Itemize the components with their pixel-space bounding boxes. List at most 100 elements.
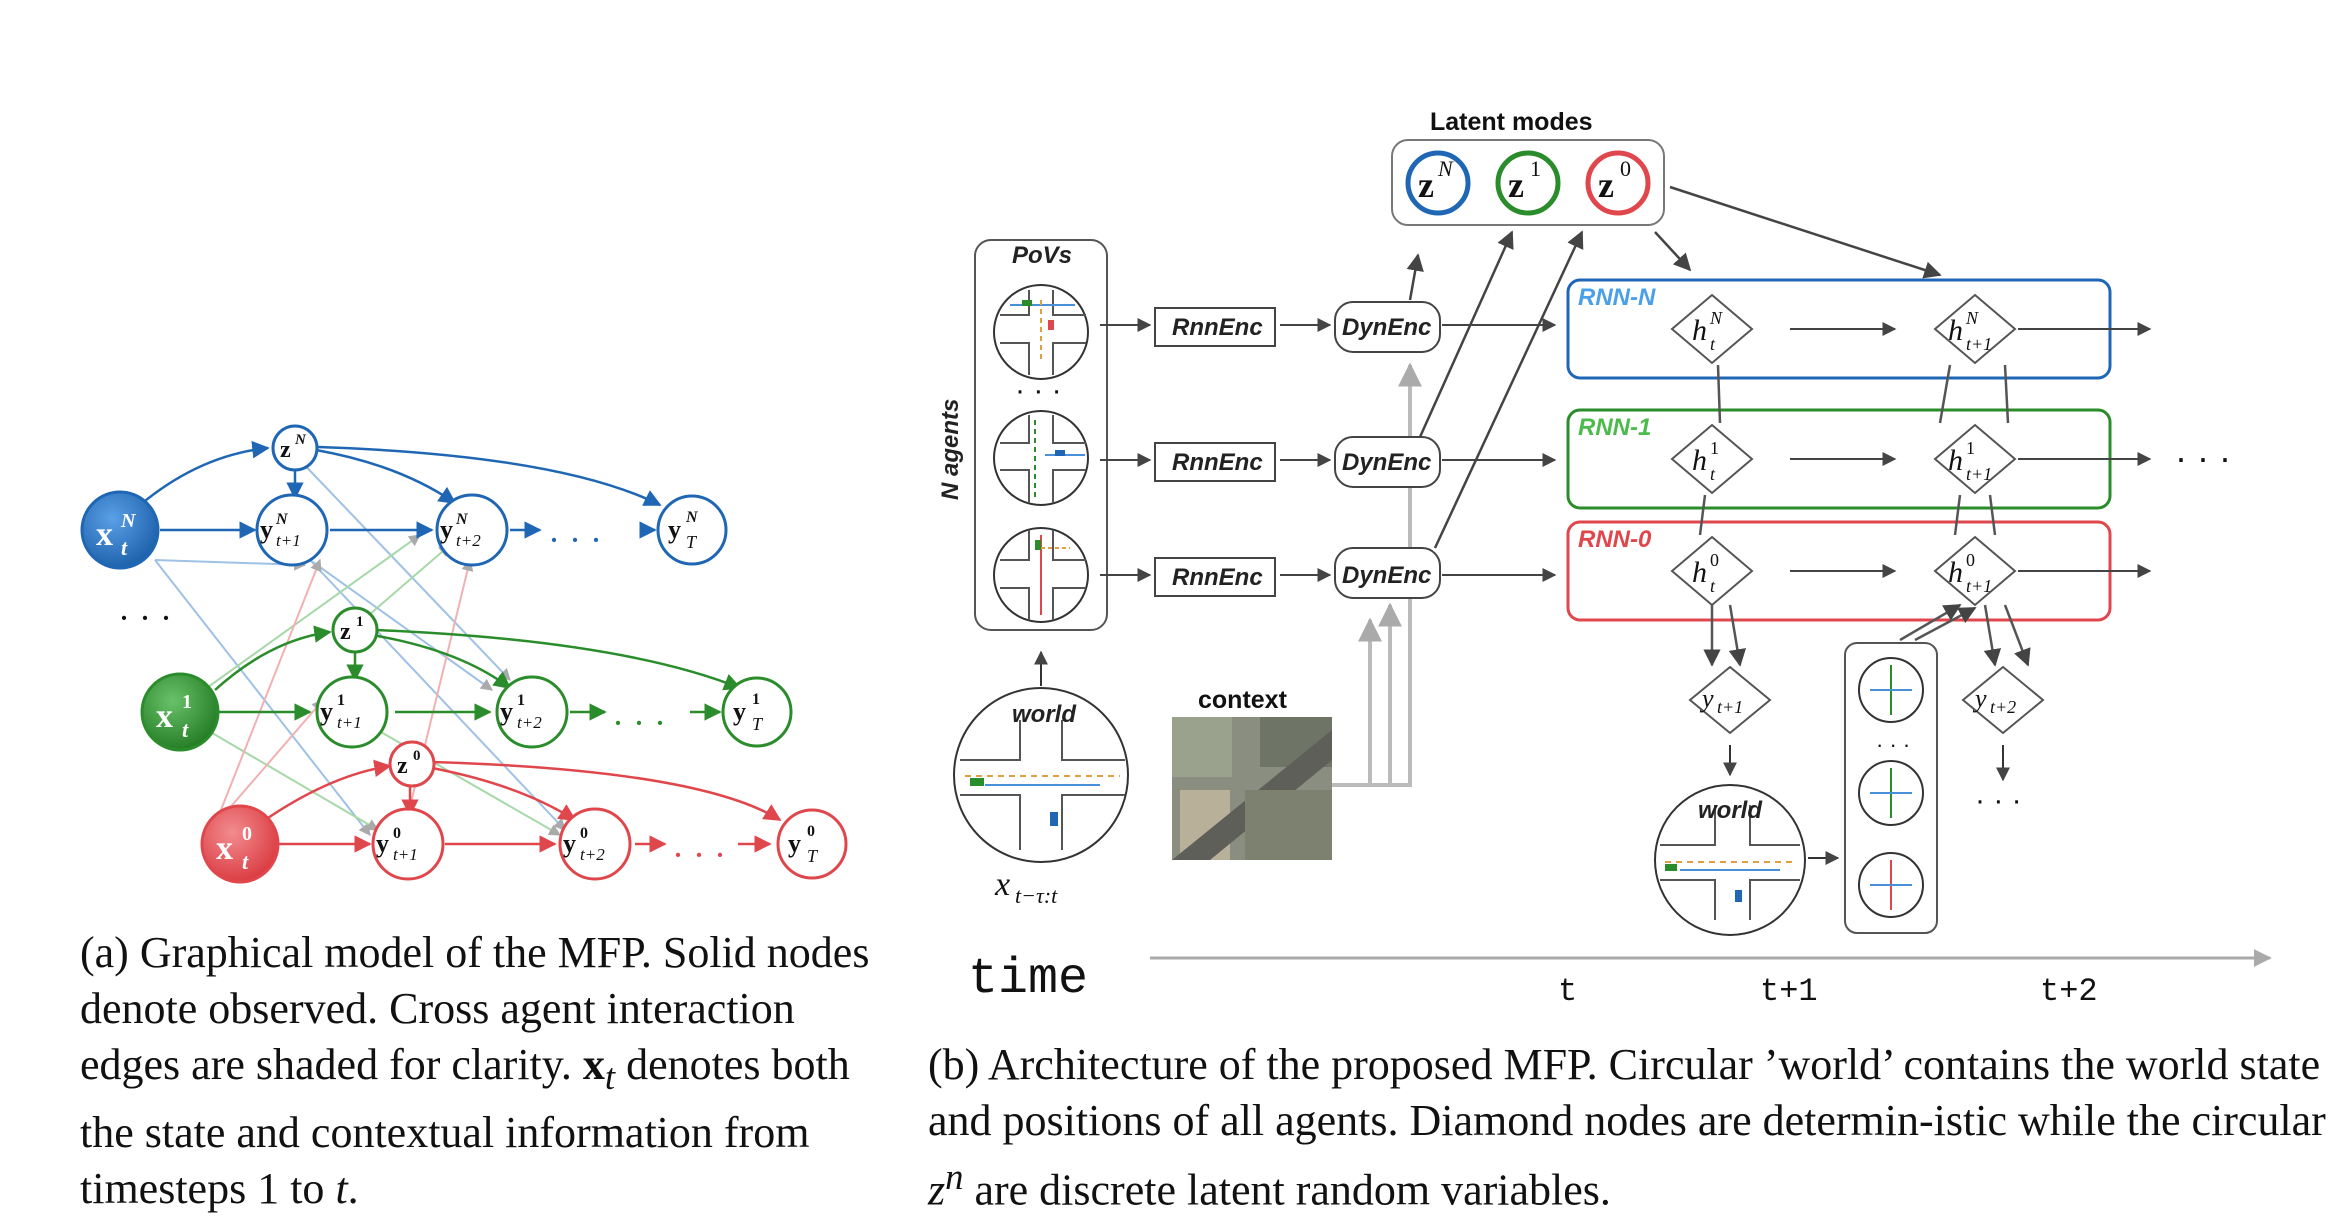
ellipsis-N: · · ·	[548, 520, 602, 560]
svg-text:t: t	[121, 535, 128, 560]
node-y0-t2: y 0 t+2	[558, 807, 632, 881]
svg-text:h: h	[1948, 314, 1963, 347]
x-input-label: x t−τ:t	[994, 866, 1058, 908]
svg-text:t+1: t+1	[393, 845, 418, 864]
latent-modes-title: Latent modes	[1430, 108, 1593, 136]
node-z0: z 0	[388, 740, 436, 788]
rnnenc-box-N	[1154, 307, 1276, 347]
svg-text:RnnEnc: RnnEnc	[1172, 314, 1263, 341]
svg-text:z: z	[280, 437, 291, 463]
svg-text:t: t	[1710, 334, 1716, 354]
rnn-interconnects	[1698, 364, 2031, 667]
ellipsis-0: · · ·	[672, 835, 726, 875]
node-y1-T: y 1 T	[721, 676, 793, 748]
svg-text:N: N	[120, 510, 137, 532]
world-label: world	[1012, 701, 1077, 728]
latent-z1: z 1	[1495, 150, 1561, 216]
agent-N-edges	[139, 440, 662, 539]
svg-text:N: N	[685, 509, 699, 526]
time-label: time	[968, 951, 1088, 1008]
caption-b: (b) Architecture of the proposed MFP. Ci…	[928, 1040, 2326, 1215]
pov-intersection-1	[993, 410, 1089, 506]
svg-text:y: y	[1699, 684, 1714, 713]
svg-text:t+2: t+2	[580, 845, 605, 864]
agent-0-edges	[261, 759, 782, 853]
tick-t1: t+1	[1760, 973, 1818, 1010]
svg-text:RNN-0: RNN-0	[1578, 526, 1652, 553]
svg-text:RNN-1: RNN-1	[1578, 414, 1651, 441]
svg-text:T: T	[752, 714, 764, 734]
svg-text:1: 1	[356, 614, 364, 630]
svg-text:y: y	[668, 515, 681, 544]
svg-text:1: 1	[517, 692, 525, 709]
svg-text:RnnEnc: RnnEnc	[1172, 564, 1263, 591]
svg-text:t+2: t+2	[517, 713, 542, 732]
node-xN: x N t	[80, 490, 160, 570]
svg-text:0: 0	[580, 825, 588, 842]
svg-text:y: y	[376, 829, 389, 858]
world-output: world	[1654, 784, 1806, 936]
rnnenc-box-0	[1154, 557, 1276, 597]
output-povs-box: · · ·	[1844, 642, 1938, 934]
dynenc-to-latent-arrows	[1406, 185, 1942, 549]
y-node-t1: y t+1	[1688, 665, 1772, 735]
svg-text:t+2: t+2	[1990, 697, 2016, 717]
svg-text:0: 0	[242, 823, 252, 845]
node-z1: z 1	[331, 606, 379, 654]
svg-text:h: h	[1692, 556, 1707, 589]
svg-text:1: 1	[1966, 438, 1975, 458]
y-dots: · · ·	[1975, 784, 2022, 817]
svg-text:0: 0	[1966, 550, 1975, 570]
node-y1-t1: y 1 t+1	[315, 675, 389, 749]
svg-text:0: 0	[393, 825, 401, 842]
node-zN: z N	[271, 424, 319, 472]
svg-text:N: N	[275, 511, 289, 528]
svg-text:DynEnc: DynEnc	[1342, 562, 1431, 589]
node-y1-t2: y 1 t+2	[495, 675, 569, 749]
world-input: world	[953, 687, 1129, 863]
latent-zN: z N	[1405, 150, 1471, 216]
pov-intersection-N	[993, 284, 1089, 380]
povs-dots: · · ·	[1015, 374, 1062, 407]
svg-text:T: T	[686, 532, 698, 552]
context-arrows	[1332, 362, 1422, 787]
svg-text:y: y	[733, 697, 746, 726]
tick-t2: t+2	[2040, 973, 2098, 1010]
svg-text:x: x	[216, 830, 233, 867]
svg-text:y: y	[788, 829, 801, 858]
latent-z0: z 0	[1585, 150, 1651, 216]
povs-label: PoVs	[1012, 242, 1072, 269]
svg-text:RnnEnc: RnnEnc	[1172, 449, 1263, 476]
svg-text:h: h	[1948, 444, 1963, 477]
agent-1-edges	[214, 625, 742, 721]
rnn-row-N: RNN-N h N t h N t+1	[1566, 278, 2152, 380]
svg-text:y: y	[500, 697, 513, 726]
svg-text:1: 1	[337, 692, 345, 709]
svg-text:x: x	[96, 516, 113, 553]
svg-text:t+1: t+1	[1966, 334, 1992, 354]
svg-text:h: h	[1692, 444, 1707, 477]
svg-text:t: t	[182, 717, 189, 742]
svg-text:1: 1	[1530, 156, 1541, 181]
node-y0-T: y 0 T	[776, 808, 848, 880]
rnnenc-box-1	[1154, 442, 1276, 482]
svg-text:1: 1	[1710, 438, 1719, 458]
node-yN-T: y N T	[656, 494, 728, 566]
svg-text:DynEnc: DynEnc	[1342, 314, 1431, 341]
svg-text:DynEnc: DynEnc	[1342, 449, 1431, 476]
dynenc-box-N	[1334, 301, 1441, 353]
svg-text:t−τ:t: t−τ:t	[1015, 883, 1058, 908]
svg-text:y: y	[1972, 684, 1987, 713]
rnn-row-0: RNN-0 h 0 t h 0 t+1	[1566, 520, 2152, 622]
svg-text:y: y	[440, 515, 453, 544]
svg-text:t+1: t+1	[1717, 697, 1743, 717]
svg-text:· · ·: · · ·	[1876, 732, 1910, 757]
svg-text:0: 0	[413, 748, 421, 764]
svg-text:1: 1	[182, 691, 192, 713]
svg-text:y: y	[320, 697, 333, 726]
ellipsis-agents: · · ·	[118, 598, 172, 638]
context-aerial-image	[1172, 717, 1332, 860]
svg-text:h: h	[1948, 556, 1963, 589]
svg-text:y: y	[260, 515, 273, 544]
